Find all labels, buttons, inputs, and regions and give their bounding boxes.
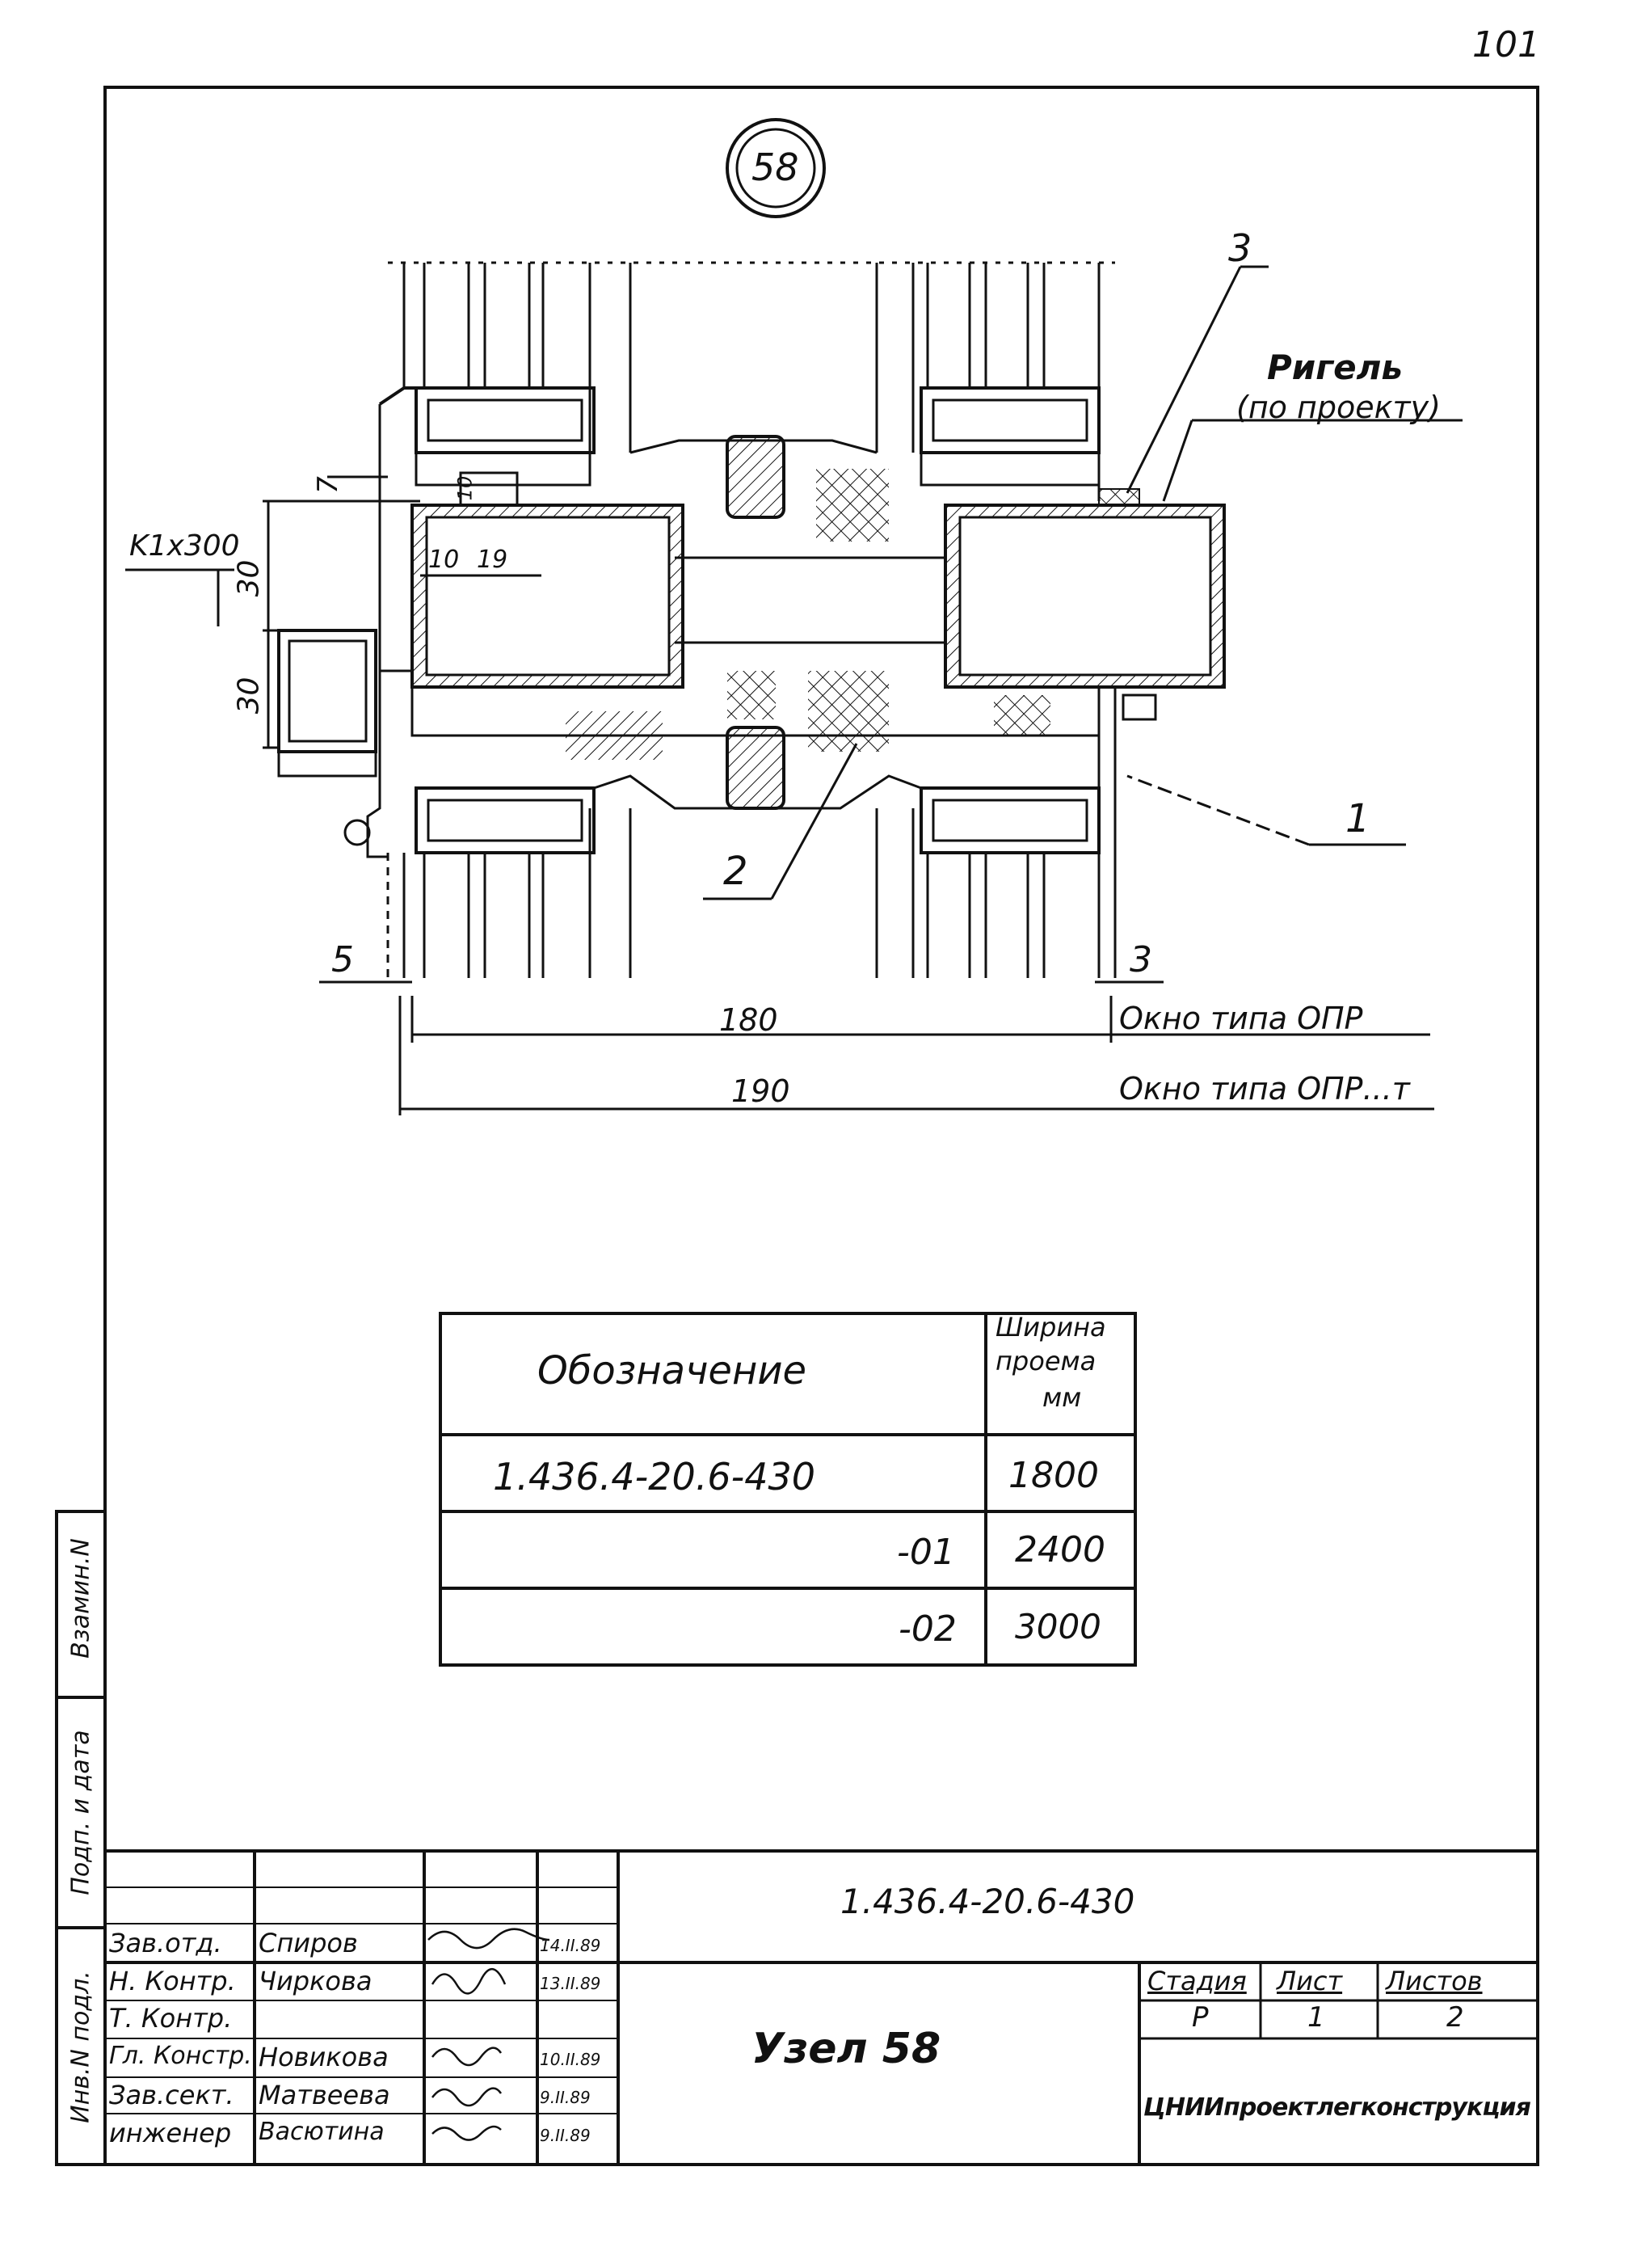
dim-k-label: K1x300 xyxy=(129,529,240,563)
dimension-lines xyxy=(125,265,1463,1115)
callout-5: 5 xyxy=(331,939,354,980)
title-sheet-header: Лист xyxy=(1277,1966,1343,1996)
dim-19: 19 xyxy=(477,546,508,574)
dim-180: 180 xyxy=(719,1002,778,1038)
dim-30-b: 30 xyxy=(232,677,266,715)
callout-2: 2 xyxy=(723,849,748,894)
title-sheets-value: 2 xyxy=(1446,2001,1464,2034)
tb-role-3: Т. Контр. xyxy=(109,2003,233,2034)
tb-name-4: Новикова xyxy=(259,2042,389,2072)
tb-date-4: 10.II.89 xyxy=(540,2050,601,2069)
spec-header-designation: Обозначение xyxy=(537,1348,807,1393)
signatures xyxy=(427,1928,550,2141)
title-sheets-header: Листов xyxy=(1386,1966,1483,1996)
tb-date-6: 9.II.89 xyxy=(540,2126,591,2145)
dim-30-a: 30 xyxy=(232,559,266,597)
dim-7: 7 xyxy=(311,476,344,494)
tb-name-5: Матвеева xyxy=(259,2080,390,2110)
window-type-opr: Окно типа ОПР xyxy=(1119,1001,1363,1036)
tb-name-1: Спиров xyxy=(259,1928,358,1958)
spec-row-2-designation: -01 xyxy=(897,1532,955,1573)
callout-3-top: 3 xyxy=(1228,226,1252,270)
spec-header-width-1: Ширина xyxy=(996,1312,1106,1343)
window-type-opr-t: Окно типа ОПР...т xyxy=(1119,1071,1410,1107)
node-number: 58 xyxy=(751,145,799,189)
title-block-lines xyxy=(105,1849,1538,2165)
tb-role-1: Зав.отд. xyxy=(109,1928,222,1958)
dim-10: 10 xyxy=(428,546,460,574)
title-doc-code: 1.436.4-20.6-430 xyxy=(840,1882,1135,1921)
node-circle xyxy=(726,118,826,218)
tb-date-2: 13.II.89 xyxy=(540,1974,601,1993)
title-sheet-value: 1 xyxy=(1307,2001,1325,2034)
rigel-label: Ригель xyxy=(1267,348,1403,387)
spec-row-1-designation: 1.436.4-20.6-430 xyxy=(493,1455,815,1499)
rigel-sublabel: (по проекту) xyxy=(1236,390,1441,425)
tb-role-6: инженер xyxy=(109,2118,232,2148)
callout-1: 1 xyxy=(1345,796,1370,841)
title-organization: ЦНИИпроектлегконструкция xyxy=(1143,2093,1531,2122)
title-node: Узел 58 xyxy=(751,2025,941,2073)
tb-date-1: 14.II.89 xyxy=(540,1936,601,1955)
dim-190: 190 xyxy=(731,1073,790,1109)
sheet-frame xyxy=(103,86,1539,2166)
title-stage-header: Стадия xyxy=(1147,1966,1247,1996)
spec-header-width-3: мм xyxy=(1042,1382,1082,1413)
tb-name-6: Васютина xyxy=(259,2118,385,2146)
spec-row-3-designation: -02 xyxy=(899,1608,957,1650)
spec-row-1-width: 1800 xyxy=(1008,1455,1099,1496)
title-stage-value: Р xyxy=(1192,2001,1209,2034)
page-number: 101 xyxy=(1472,24,1540,65)
side-stamp-replacement: Взамин.N xyxy=(66,1538,95,1659)
side-stamp-inventory: Инв.N подл. xyxy=(66,1971,95,2123)
section-drawing xyxy=(277,261,1226,978)
callout-3-bottom: 3 xyxy=(1130,939,1152,980)
spec-table-lines xyxy=(439,1312,1137,1667)
spec-row-3-width: 3000 xyxy=(1015,1607,1101,1646)
spec-header-width-2: проема xyxy=(996,1346,1097,1376)
tb-role-4: Гл. Констр. xyxy=(109,2042,252,2070)
side-stamp-lines xyxy=(55,1510,107,2166)
tb-date-5: 9.II.89 xyxy=(540,2088,591,2107)
tb-role-2: Н. Контр. xyxy=(109,1966,236,1996)
spec-row-2-width: 2400 xyxy=(1015,1529,1105,1570)
dim-10-top: 10 xyxy=(453,475,477,501)
side-stamp-signature-date: Подп. и дата xyxy=(66,1730,95,1895)
tb-role-5: Зав.сект. xyxy=(109,2080,234,2110)
tb-name-2: Чиркова xyxy=(259,1966,373,1996)
